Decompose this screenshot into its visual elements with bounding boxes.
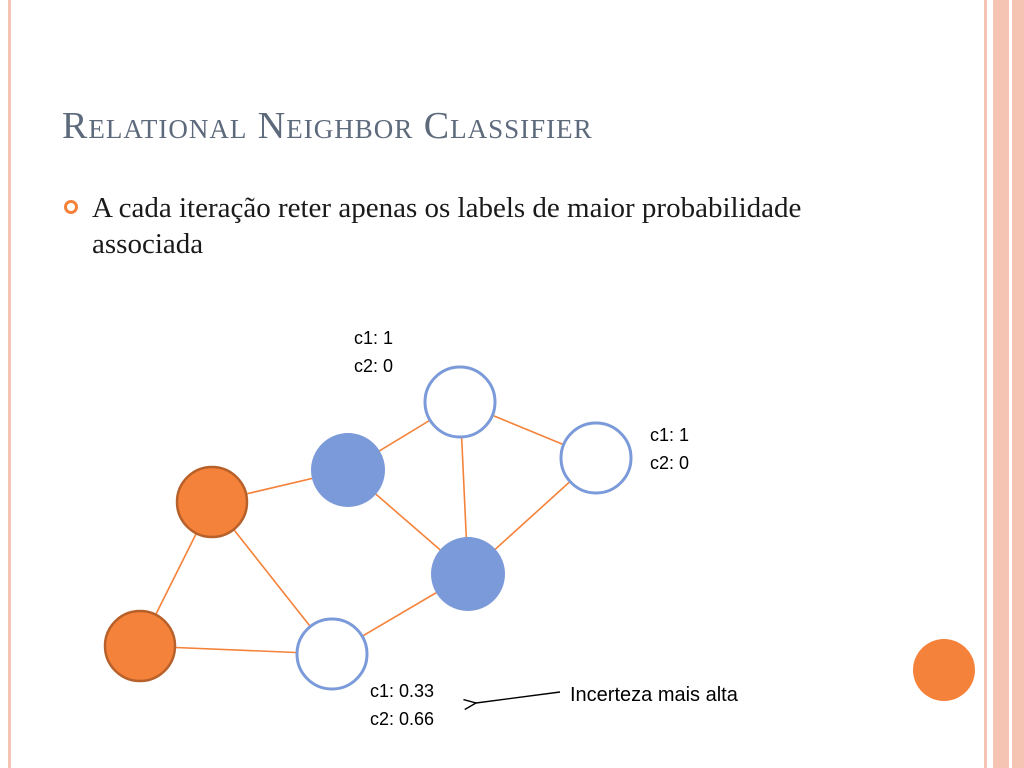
- bullet-text: A cada iteração reter apenas os labels d…: [92, 192, 802, 260]
- bullet-item: A cada iteração reter apenas os labels d…: [64, 190, 854, 262]
- annotation-text: Incerteza mais alta: [570, 684, 739, 706]
- node-center-blue: [431, 537, 505, 611]
- right-decorative-stripes: [978, 0, 1024, 768]
- node-top-white: [423, 365, 497, 439]
- right-white-label-c2: c2: 0: [650, 453, 689, 473]
- left-frame-line: [8, 0, 11, 768]
- bottom-white-label-c1: c1: 0.33: [370, 681, 434, 701]
- top-white-label-c1: c1: 1: [354, 328, 393, 348]
- node-bottom-white: [295, 617, 369, 691]
- annotation-arrow: [476, 691, 561, 703]
- bottom-white-label-c2: c2: 0.66: [370, 709, 434, 729]
- node-lower-orange: [103, 609, 177, 683]
- node-labels: c1: 1 c2: 0 c1: 1 c2: 0 c1: 0.33 c2: 0.6…: [354, 328, 689, 729]
- graph-nodes: [103, 365, 633, 691]
- node-upper-blue: [311, 433, 385, 507]
- right-white-label-c1: c1: 1: [650, 425, 689, 445]
- bullet-ring-icon: [64, 200, 78, 214]
- node-upper-orange: [175, 465, 249, 539]
- node-right-white: [559, 421, 633, 495]
- top-white-label-c2: c2: 0: [354, 356, 393, 376]
- corner-decorative-dot: [913, 639, 975, 701]
- slide-title: Relational Neighbor Classifier: [62, 105, 593, 147]
